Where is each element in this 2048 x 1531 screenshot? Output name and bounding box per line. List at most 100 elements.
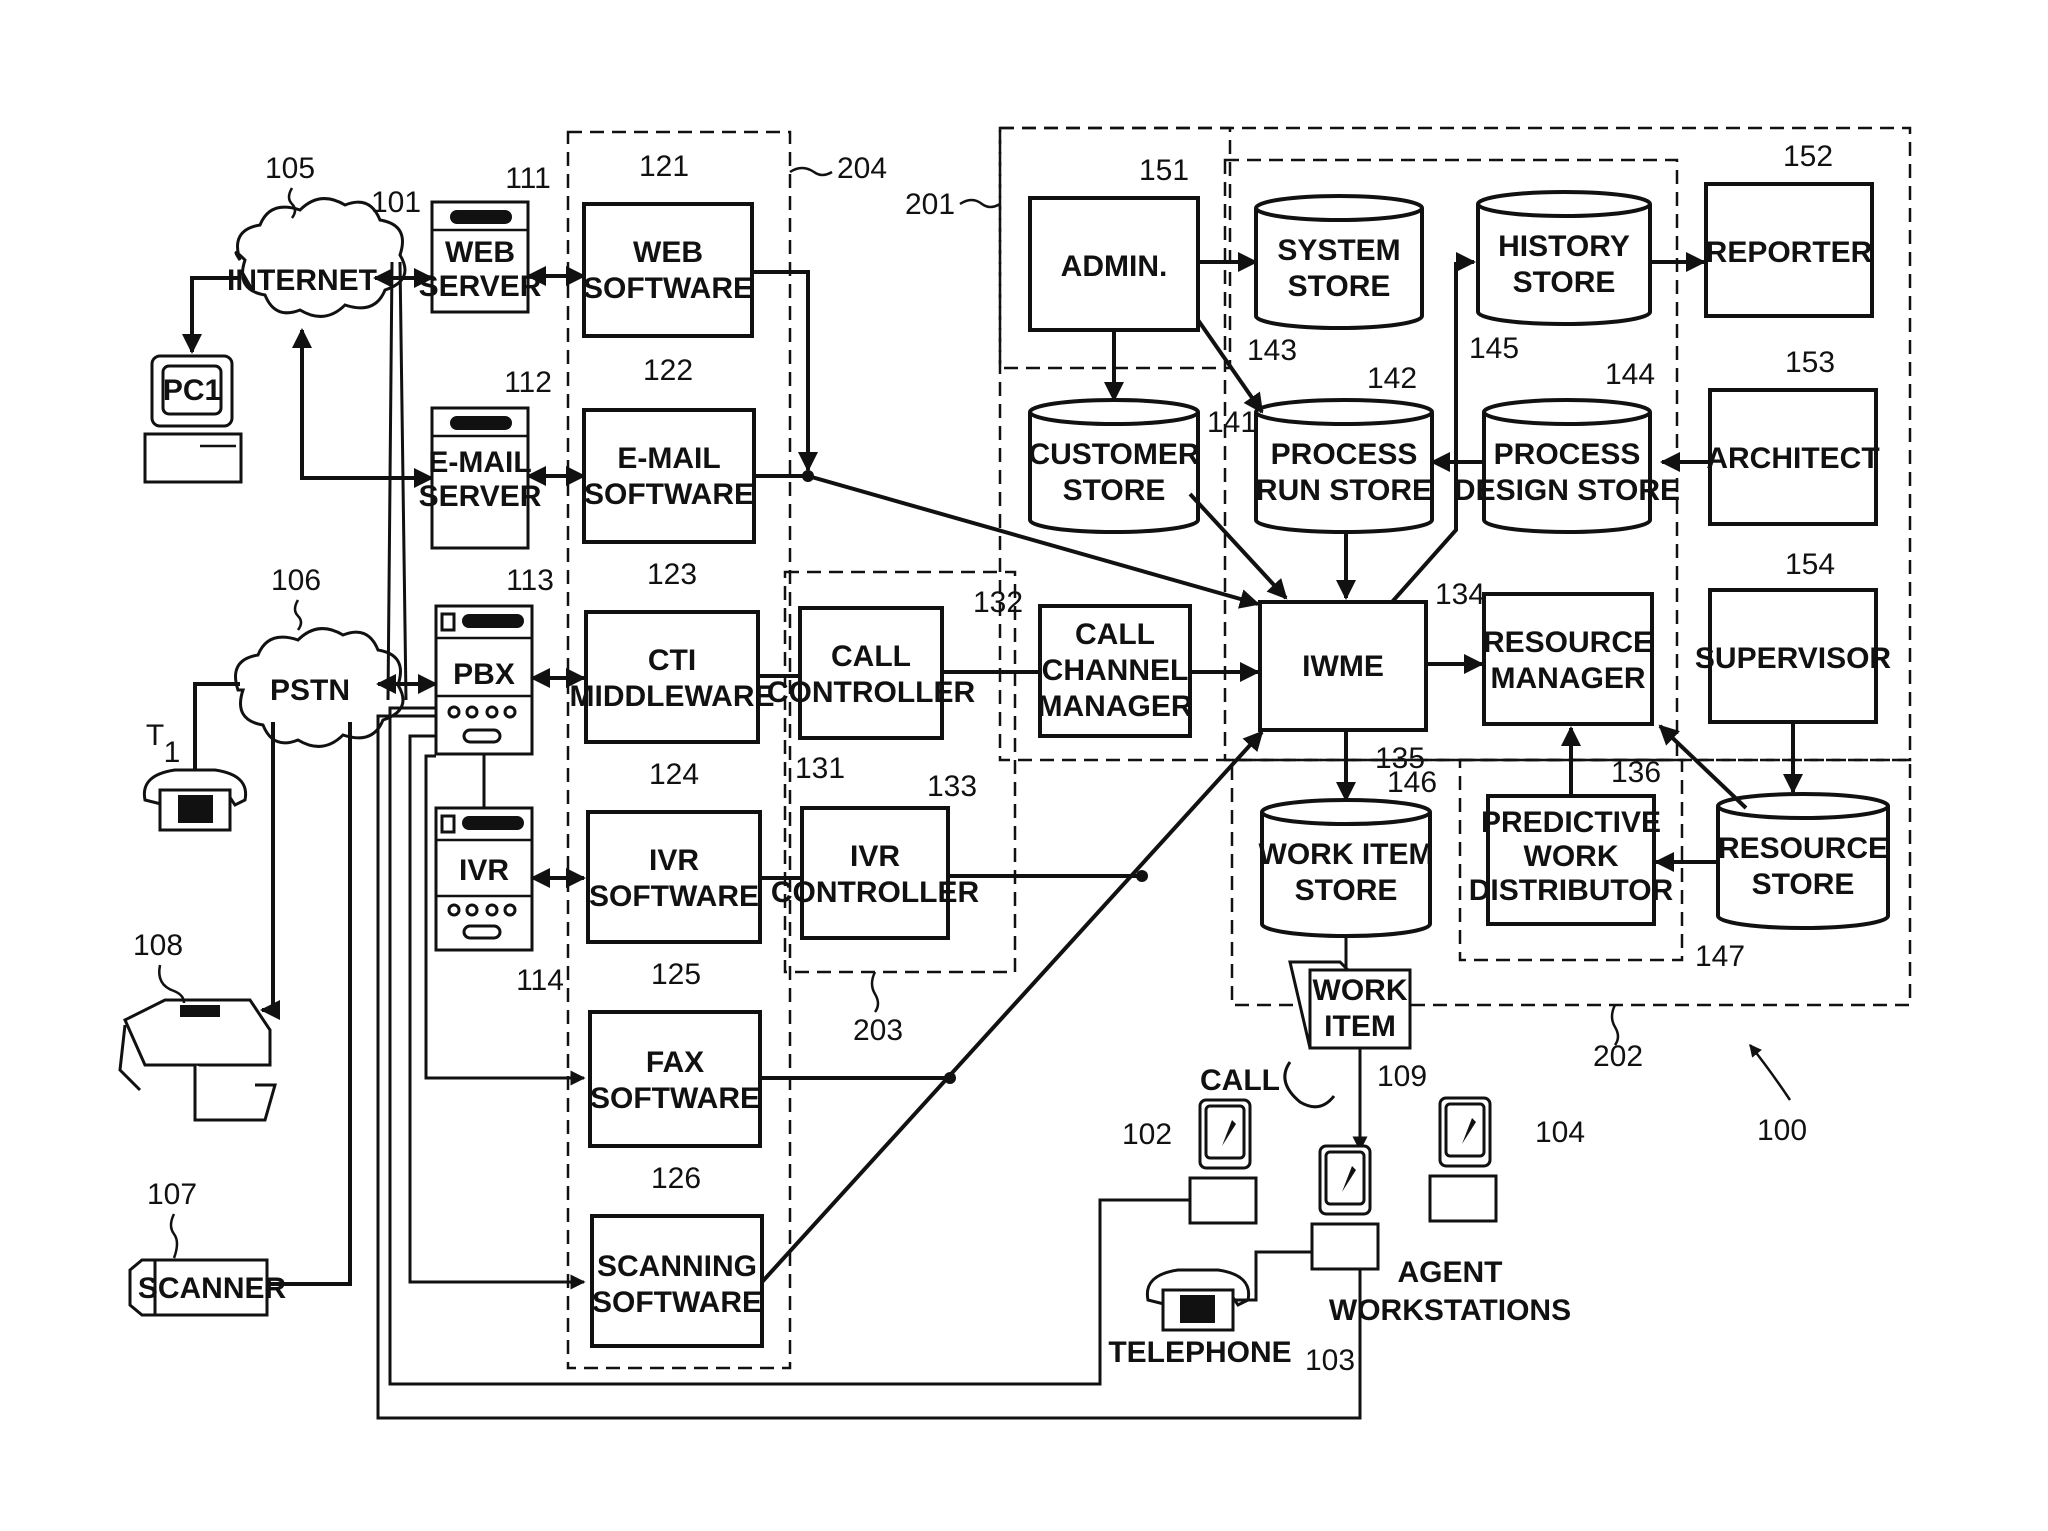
ref-152: 152 [1783,140,1833,173]
resource-manager-line-2: MANAGER [1491,662,1646,695]
resource-store-line-1: RESOURCE [1718,832,1888,865]
ivr-controller-box[interactable]: IVR CONTROLLER 133 [771,770,980,940]
ref-154: 154 [1785,548,1835,581]
ref-104: 104 [1535,1116,1585,1149]
architect-label: ARCHITECT [1706,442,1879,475]
supervisor-box[interactable]: SUPERVISOR 154 [1695,548,1892,724]
internet-cloud: INTERNET 105 [227,152,407,318]
web-server-device[interactable]: WEB SERVER 111 [419,162,551,314]
email-software-box[interactable]: E-MAIL SOFTWARE 122 [582,354,756,544]
scanning-software-line-2: SOFTWARE [592,1286,762,1319]
pc1-label: PC1 [163,374,221,407]
history-store-line-2: STORE [1513,266,1616,299]
cti-middleware-box[interactable]: CTI MIDDLEWARE 123 [570,558,775,744]
pbx-device[interactable]: PBX 113 [434,564,554,756]
email-software-line-1: E-MAIL [617,442,720,475]
predictive-work-distributor-box[interactable]: PREDICTIVE WORK DISTRIBUTOR 136 [1469,756,1674,926]
resource-store-top [1716,792,1890,820]
resource-manager-line-1: RESOURCE [1483,626,1653,659]
pbx-label: PBX [453,658,515,691]
ref-151: 151 [1139,154,1189,187]
resource-store-body [1716,806,1890,930]
ref-201: 201 [905,188,955,221]
call-label: CALL [1200,1064,1280,1097]
work-item-line-1: WORK [1313,974,1408,1007]
work-item-line-2: ITEM [1324,1010,1396,1043]
ref-203: 203 [853,1014,903,1047]
email-server-line-1: E-MAIL [428,446,531,479]
call-controller-line-2: CONTROLLER [767,676,976,709]
reporter-box[interactable]: REPORTER 152 [1704,140,1874,318]
email-software-line-2: SOFTWARE [584,478,754,511]
ref-204: 204 [837,152,887,185]
cti-middleware-line-1: CTI [648,644,696,677]
admin-box[interactable]: ADMIN. 151 [1028,154,1200,332]
ivr-software-box[interactable]: IVR SOFTWARE 124 [586,758,762,944]
agent-workstation-103[interactable]: 103 [1305,1144,1380,1377]
agent-workstation-102[interactable]: 102 [1122,1098,1258,1225]
work-item-store-top [1260,798,1432,826]
architect-box[interactable]: ARCHITECT 153 [1706,346,1880,526]
scanning-software-box[interactable]: SCANNING SOFTWARE 126 [590,1162,764,1348]
iwme-box[interactable]: IWME 134 [1258,578,1485,732]
pwd-line-1: PREDICTIVE [1481,806,1661,839]
fax-machine: 108 [118,929,277,1122]
web-software-line-2: SOFTWARE [583,272,753,305]
ref-135: 135 [1375,742,1425,775]
email-server-device[interactable]: E-MAIL SERVER 112 [419,366,552,550]
ccm-line-2: CHANNEL [1042,654,1189,687]
web-software-box[interactable]: WEB SOFTWARE 121 [582,150,754,338]
agent-workstation-104[interactable]: 104 [1428,1096,1585,1223]
ref-146: 146 [1387,766,1437,799]
email-server-line-2: SERVER [419,480,542,513]
resource-store-line-2: STORE [1752,868,1855,901]
process-design-store-top [1482,398,1652,426]
ref-103: 103 [1305,1344,1355,1377]
work-item-store-body [1260,812,1432,938]
phone-t1-subscript: 1 [164,736,181,769]
pstn-cloud: PSTN 106 [234,564,405,748]
resource-manager-box[interactable]: RESOURCE MANAGER 135 [1375,592,1654,775]
history-store-line-1: HISTORY [1498,230,1630,263]
ivr-label: IVR [459,854,509,887]
call-channel-manager-box[interactable]: CALL CHANNEL MANAGER 132 [973,586,1193,738]
admin-label: ADMIN. [1061,250,1168,283]
ivr-software-line-1: IVR [649,844,699,877]
supervisor-label: SUPERVISOR [1695,642,1892,675]
ivr-device[interactable]: IVR 114 [434,806,564,997]
ref-125: 125 [651,958,701,991]
customer-store-line-1: CUSTOMER [1028,438,1199,471]
ref-145: 145 [1469,332,1519,365]
scanner-device: SCANNER 107 [128,1178,287,1317]
system-store-line-1: SYSTEM [1277,234,1400,267]
customer-store-top [1028,398,1200,426]
ref-136: 136 [1611,756,1661,789]
ref-108: 108 [133,929,183,962]
work-item-folder[interactable]: WORK ITEM [1288,960,1412,1050]
phone-t1: T 1 [142,719,248,832]
ref-123: 123 [647,558,697,591]
call-controller-box[interactable]: CALL CONTROLLER 131 [767,606,976,785]
ref-122: 122 [643,354,693,387]
scanner-to-pstn-link [267,722,352,1286]
fax-software-box[interactable]: FAX SOFTWARE 125 [588,958,762,1148]
cti-middleware-line-2: MIDDLEWARE [570,680,775,713]
ivr-controller-line-1: IVR [850,840,900,873]
ref-121: 121 [639,150,689,183]
customer-store-line-2: STORE [1063,474,1166,507]
iwme-label: IWME [1302,650,1384,683]
agent-telephone: TELEPHONE [1108,1268,1292,1369]
group-203-boundary: 203 [783,570,1017,1047]
ref-109: 109 [1377,1060,1427,1093]
work-item-store-line-2: STORE [1295,874,1398,907]
ref-142: 142 [1367,362,1417,395]
figure-ref-100: 100 [1749,1044,1807,1147]
